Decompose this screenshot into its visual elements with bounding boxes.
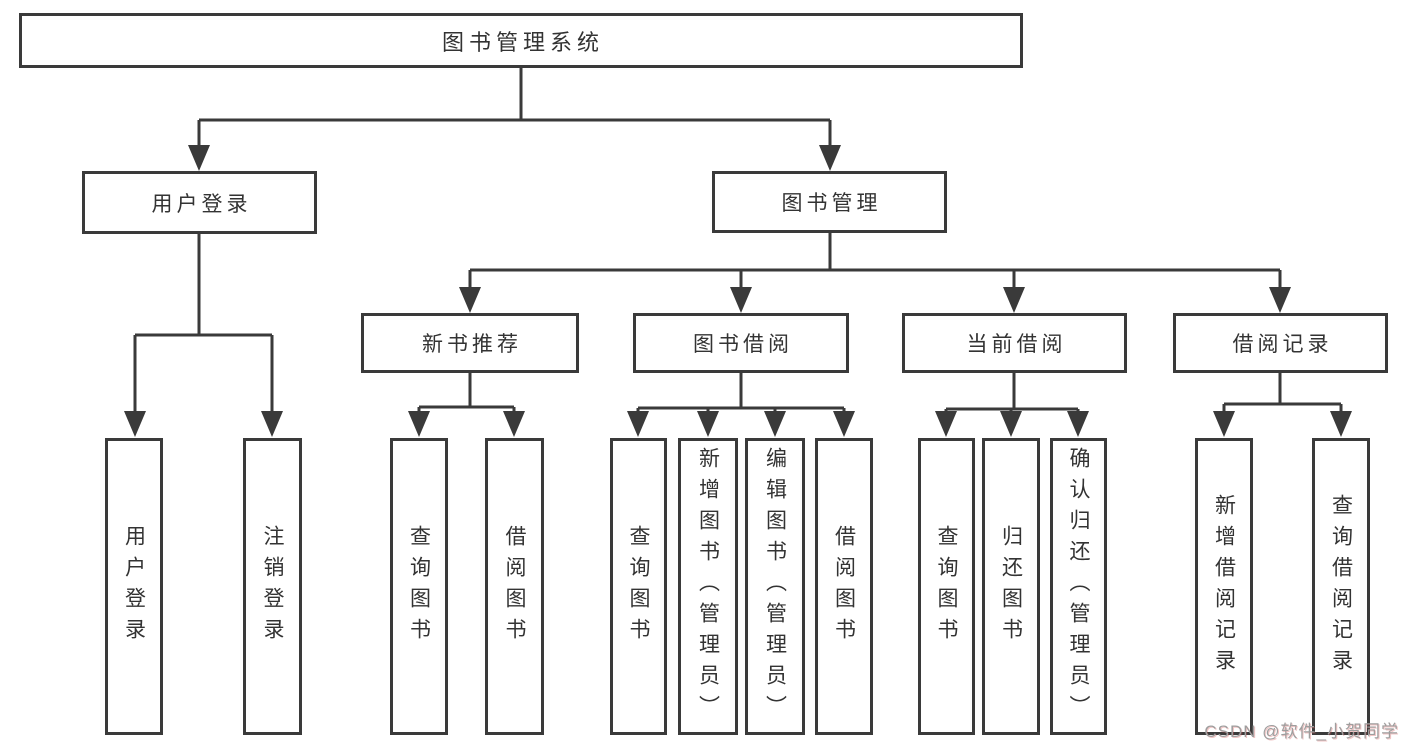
- connector-path: [133, 68, 1343, 413]
- node-label: 查询借阅记录: [1329, 493, 1353, 680]
- leaf-confirm-return-admin: 确认归还（管理员）: [1050, 438, 1107, 735]
- node-label: 图书借阅: [693, 333, 793, 356]
- node-label: 当前借阅: [966, 333, 1067, 356]
- node-label: 查询图书: [407, 524, 431, 649]
- node-borrowing-records: 借阅记录: [1173, 313, 1388, 373]
- node-label: 编辑图书（管理员）: [763, 447, 787, 726]
- node-current-borrowing: 当前借阅: [902, 313, 1127, 373]
- node-label: 新增借阅记录: [1212, 493, 1236, 680]
- leaf-query-borrow-record: 查询借阅记录: [1312, 438, 1370, 735]
- node-label: 借阅图书: [832, 524, 856, 649]
- node-label: 借阅记录: [1232, 333, 1333, 356]
- node-label: 用户登录: [122, 524, 146, 649]
- node-label: 借阅图书: [503, 524, 526, 649]
- csdn-watermark: CSDN @软件_小贺同学: [1204, 722, 1399, 741]
- node-label: 确认归还（管理员）: [1067, 447, 1090, 726]
- leaf-logout: 注销登录: [243, 438, 302, 735]
- leaf-user-login: 用户登录: [105, 438, 163, 735]
- leaf-add-books-admin: 新增图书（管理员）: [678, 438, 738, 735]
- node-book-borrowing: 图书借阅: [633, 313, 849, 373]
- leaf-query-books-current: 查询图书: [918, 438, 975, 735]
- node-label: 归还图书: [999, 524, 1023, 649]
- node-label: 查询图书: [627, 524, 650, 649]
- node-user-login-group: 用户登录: [82, 171, 317, 234]
- node-library-system: 图书管理系统: [19, 13, 1023, 68]
- node-label: 图书管理: [781, 192, 882, 215]
- node-label: 新书推荐: [422, 333, 522, 356]
- node-label: 注销登录: [261, 524, 284, 649]
- leaf-add-borrow-record: 新增借阅记录: [1195, 438, 1253, 735]
- leaf-edit-books-admin: 编辑图书（管理员）: [745, 438, 805, 735]
- leaf-query-books-recommend: 查询图书: [390, 438, 448, 735]
- leaf-borrow-books-recommend: 借阅图书: [485, 438, 544, 735]
- node-label: 用户登录: [151, 192, 252, 216]
- node-label: 新增图书（管理员）: [696, 447, 720, 726]
- node-label: 查询图书: [935, 524, 958, 649]
- leaf-return-books: 归还图书: [982, 438, 1040, 735]
- node-new-book-recommendation: 新书推荐: [361, 313, 579, 373]
- leaf-query-books-borrow: 查询图书: [610, 438, 667, 735]
- node-label: 图书管理系统: [441, 29, 604, 55]
- leaf-borrow-books: 借阅图书: [815, 438, 873, 735]
- node-book-management: 图书管理: [712, 171, 947, 233]
- arrowheads: [124, 145, 1352, 437]
